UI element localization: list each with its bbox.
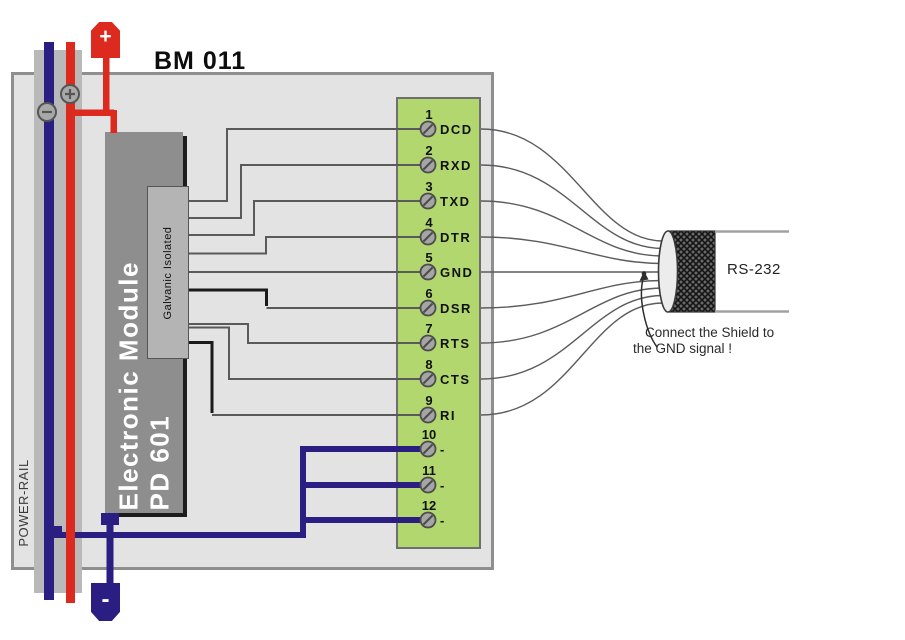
terminal-number: 2 <box>425 143 433 158</box>
terminal-row: 12- <box>398 498 479 532</box>
fan-wire <box>480 200 664 257</box>
screw-icon <box>419 476 437 494</box>
plus-terminal: + <box>91 22 120 58</box>
terminal-number: 10 <box>421 427 437 442</box>
minus-terminal: - <box>91 583 120 621</box>
terminal-number: 8 <box>425 357 433 372</box>
wire-ri-black <box>189 340 214 413</box>
terminal-label: DCD <box>440 122 473 137</box>
cable-fan-wires <box>480 128 664 416</box>
terminal-number: 9 <box>425 393 433 408</box>
wire-rxd <box>189 164 428 219</box>
rs232-cable <box>657 230 789 313</box>
fan-wire <box>480 164 664 250</box>
screw-icon <box>419 511 437 529</box>
screw-icon <box>419 406 437 424</box>
terminal-label: - <box>440 513 446 528</box>
module-minus-stub <box>101 513 119 525</box>
screw-icon <box>419 299 437 317</box>
plus-screw-icon <box>60 84 80 104</box>
cable-outline <box>715 230 789 313</box>
terminal-label: RXD <box>440 158 472 173</box>
terminal-row: 11- <box>398 463 479 497</box>
terminal-label: - <box>440 478 446 493</box>
terminal-number: 7 <box>425 321 433 336</box>
terminal-label: CTS <box>440 372 471 387</box>
terminal-number: 11 <box>422 463 436 478</box>
screw-icon <box>419 192 437 210</box>
minus-screw-icon <box>37 102 57 122</box>
arrowhead-icon <box>639 271 649 281</box>
wire-dcd <box>189 128 428 202</box>
plus-wires <box>70 56 117 133</box>
rs232-label: RS-232 <box>727 261 781 278</box>
diagram-title: BM 011 <box>154 47 247 75</box>
terminal-screws <box>419 120 437 529</box>
terminal-number: 12 <box>421 498 437 513</box>
galvanic-isolation-box: Galvanic Isolated <box>147 186 189 359</box>
shield-note-line1: Connect the Shield to <box>645 325 775 340</box>
fan-wire <box>480 236 664 265</box>
screw-icon <box>419 156 437 174</box>
wire-minus-main <box>49 446 428 538</box>
screw-icon <box>419 370 437 388</box>
screw-icon <box>419 440 437 458</box>
fan-wire <box>480 294 664 380</box>
black-wires <box>189 288 269 413</box>
screw-icon <box>419 120 437 138</box>
wire-rts <box>189 323 428 344</box>
fan-wire <box>480 287 664 344</box>
terminal-label: - <box>440 442 446 457</box>
fan-wire <box>480 128 664 242</box>
terminal-label: RI <box>440 408 456 423</box>
rail-junction-stub <box>54 526 62 536</box>
signal-wires <box>189 128 428 416</box>
screw-icon <box>419 228 437 246</box>
plus-terminal-label: + <box>99 25 112 48</box>
shield-gnd-arrow <box>639 271 658 348</box>
wire-txd <box>189 200 428 236</box>
terminal-number: 4 <box>425 215 433 230</box>
minus-wires <box>49 446 428 584</box>
terminal-number: 3 <box>425 179 433 194</box>
wire-dtr <box>189 236 428 255</box>
terminal-label: RTS <box>440 336 471 351</box>
shield-note-line2: the GND signal ! <box>633 341 733 356</box>
terminal-label: TXD <box>440 194 471 209</box>
fan-wire <box>480 302 664 416</box>
terminal-row: 10- <box>398 427 479 461</box>
wire-dsr-black <box>189 288 269 306</box>
wire-cts <box>189 326 428 380</box>
terminal-number: 1 <box>425 107 433 122</box>
terminal-number: 6 <box>425 286 433 301</box>
terminal-label: DTR <box>440 230 472 245</box>
minus-terminal-label: - <box>101 586 110 613</box>
terminal-number: 5 <box>425 250 433 265</box>
terminal-label: GND <box>440 265 474 280</box>
cable-end-cap <box>657 230 679 313</box>
terminal-label: DSR <box>440 301 472 316</box>
screw-icon <box>419 334 437 352</box>
fan-wire <box>480 279 664 309</box>
screw-icon <box>419 263 437 281</box>
arrow-curve <box>640 278 658 348</box>
